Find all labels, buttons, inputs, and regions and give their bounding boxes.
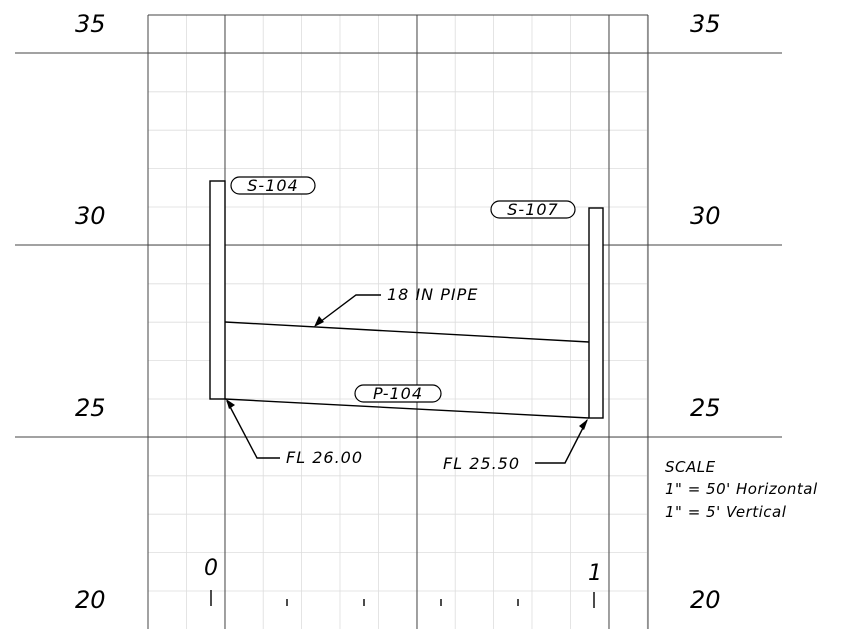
elevation-label: 20 (75, 586, 106, 614)
elevation-label: 25 (690, 394, 721, 422)
pipe-size-leader (315, 294, 381, 326)
flowline-downstream-arrowhead (579, 419, 588, 430)
station-ticks (210, 590, 595, 608)
elevation-label: 30 (690, 202, 721, 230)
pipe-crown-line (224, 321, 590, 343)
flowline-upstream-arrowhead (226, 399, 235, 409)
structure-s107 (588, 207, 604, 419)
elevation-labels-left: 35 30 25 20 (75, 10, 106, 614)
structure-tag-s104 (230, 176, 316, 195)
scale-title: SCALE (665, 458, 716, 476)
station-label-start: 0 (204, 556, 218, 581)
elevation-labels-right: 35 30 25 20 (690, 10, 721, 614)
structure-tag-s107 (490, 200, 576, 219)
flowline-upstream-label: FL 26.00 (286, 448, 363, 467)
scale-vertical: 1" = 5' Vertical (665, 503, 787, 521)
pipe-tag-p104 (354, 384, 442, 403)
flowline-downstream-leader (535, 419, 588, 464)
structure-label-s107: S-107 (507, 200, 558, 219)
pipe-invert-line (224, 398, 590, 419)
scale-horizontal: 1" = 50' Horizontal (665, 480, 818, 498)
elevation-label: 25 (75, 394, 106, 422)
structure-label-s104: S-104 (247, 176, 298, 195)
pipe-size-arrowhead (314, 316, 324, 327)
elevation-label: 30 (75, 202, 106, 230)
pipe-label-p104: P-104 (373, 384, 423, 403)
elevation-label: 35 (690, 10, 721, 38)
station-label-end: 1 (588, 561, 602, 586)
elevation-label: 20 (690, 586, 721, 614)
elevation-label: 35 (75, 10, 106, 38)
flowline-downstream-label: FL 25.50 (443, 454, 520, 473)
flowline-upstream-leader (226, 400, 280, 459)
structure-s104 (209, 180, 226, 400)
pipe-size-note: 18 IN PIPE (387, 285, 478, 304)
